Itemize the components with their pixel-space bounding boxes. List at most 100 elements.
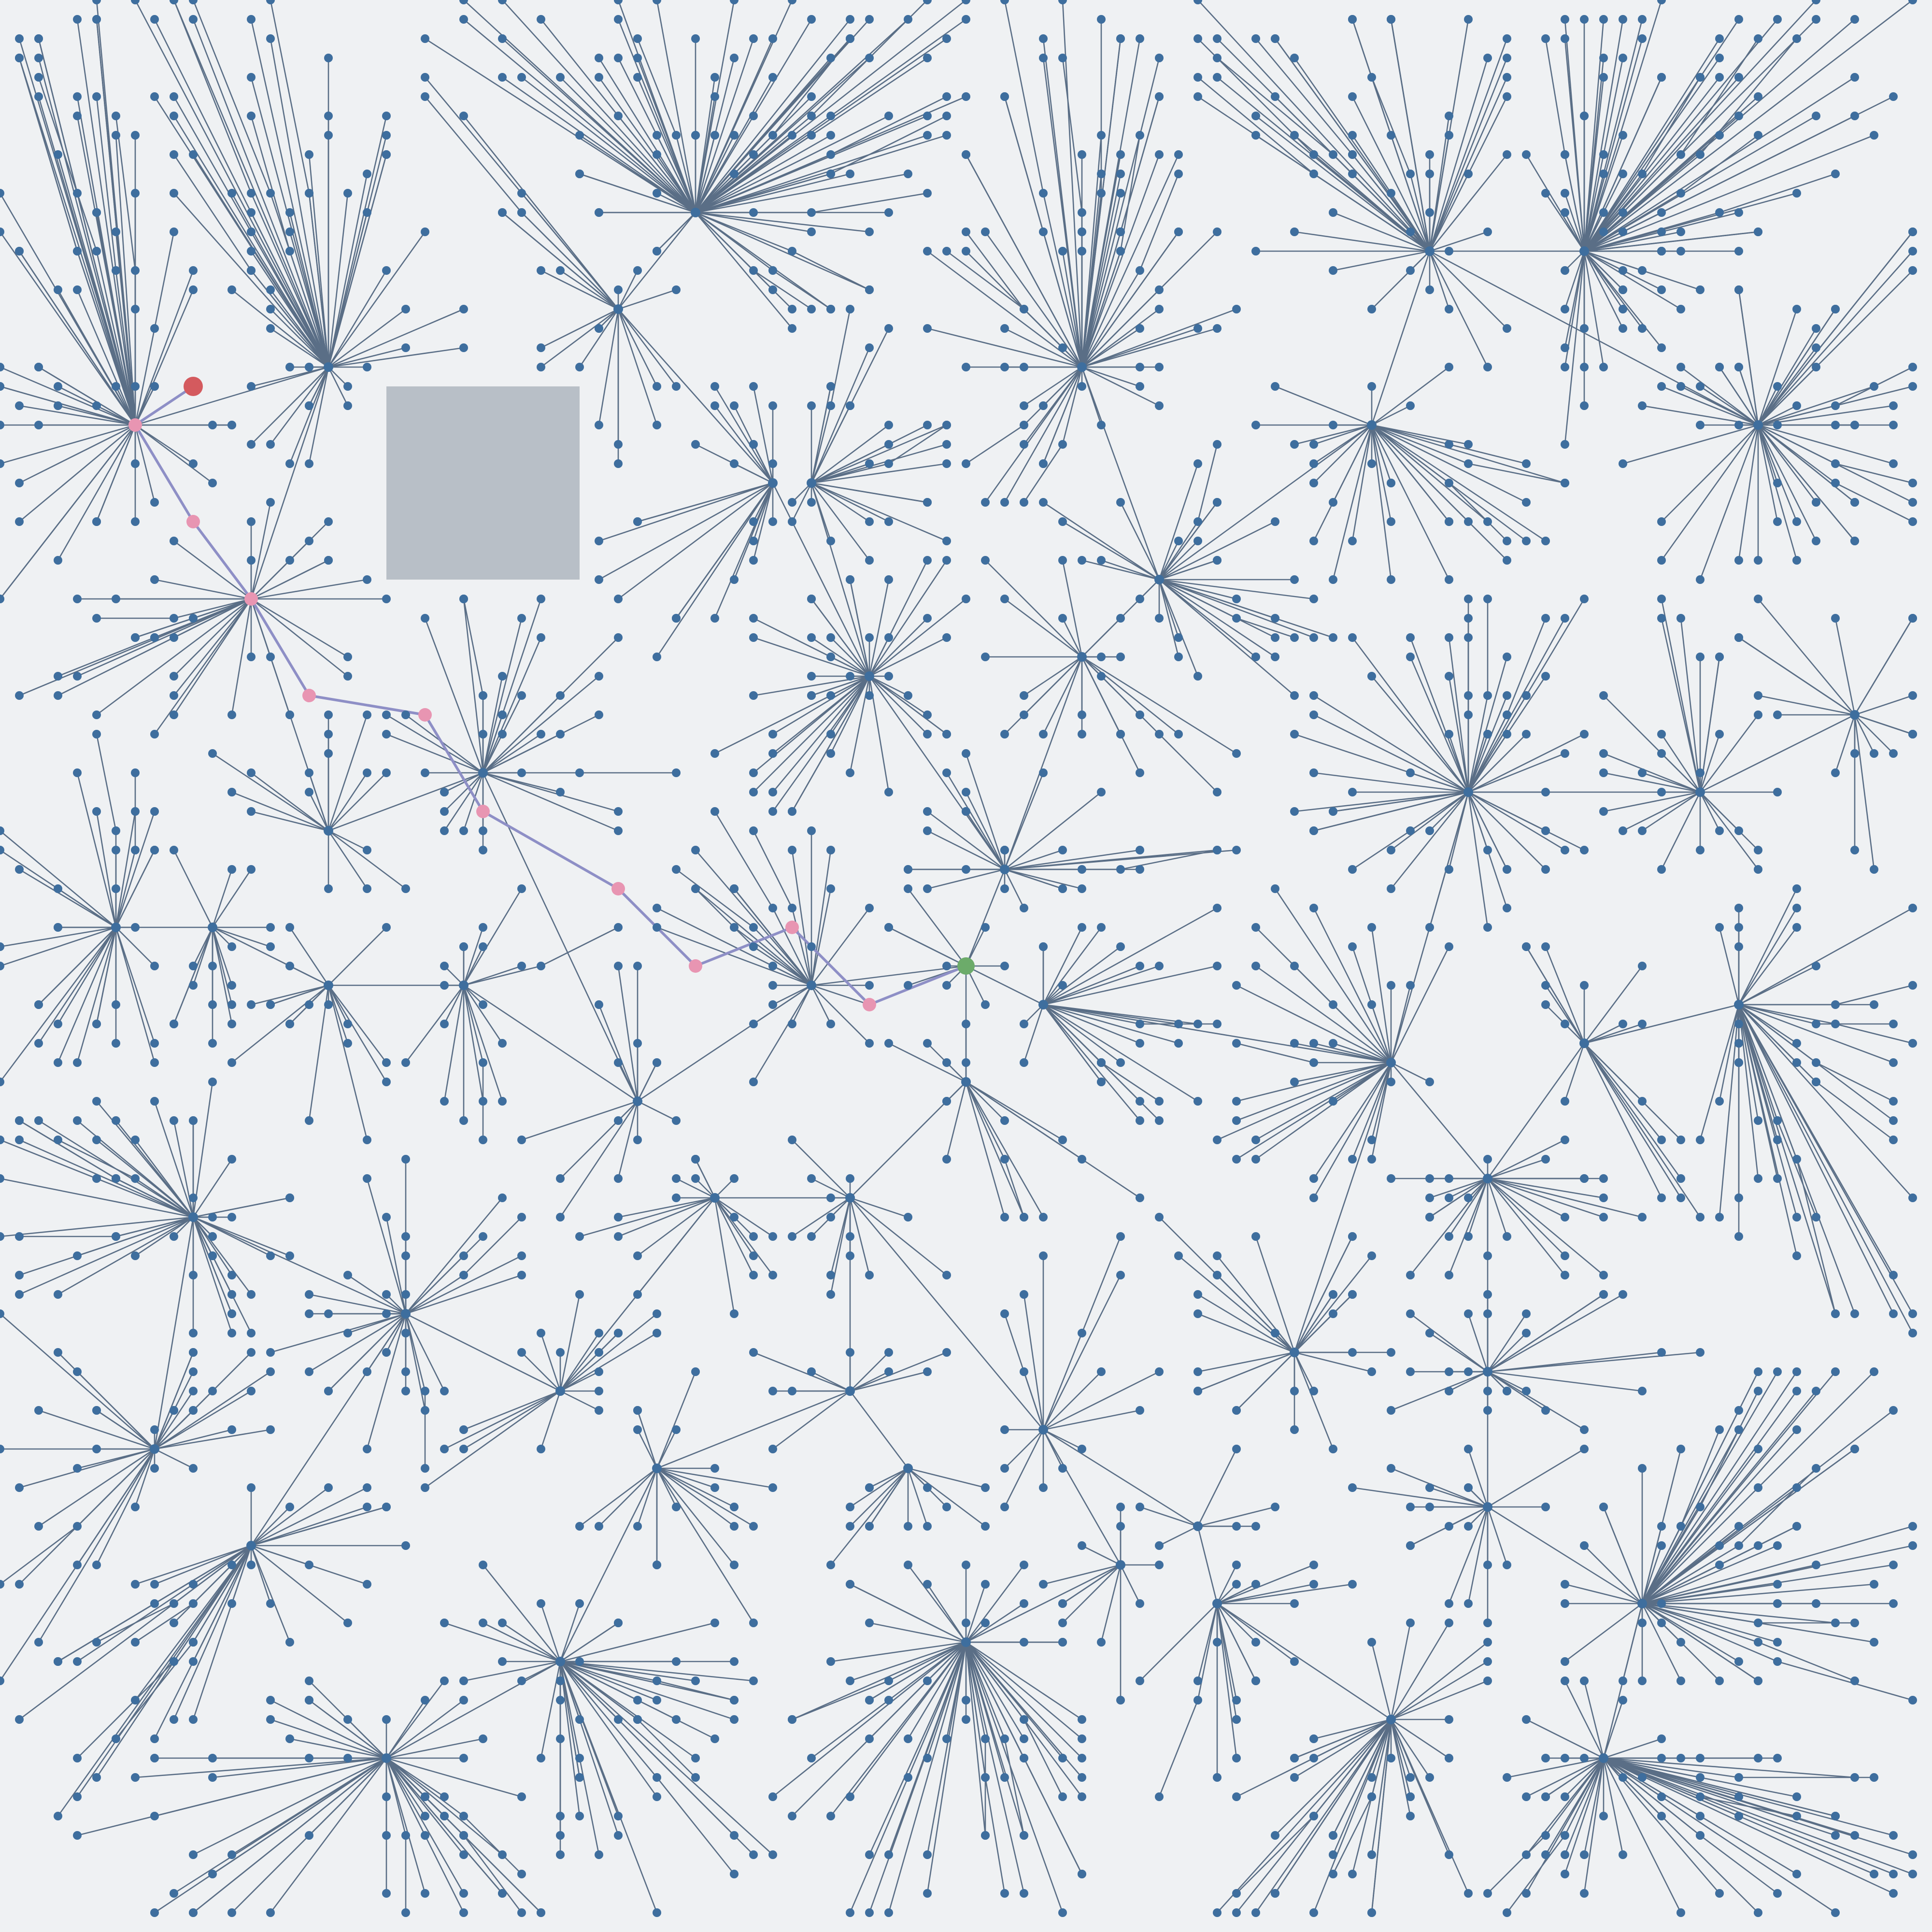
tree-edge [1197,1293,1295,1353]
tree-edge [560,77,696,213]
tree-hub-node [903,1463,913,1473]
tree-node [768,1232,777,1241]
tree-node [0,1309,4,1318]
tree-node [1773,1367,1782,1376]
tree-node [614,1213,623,1222]
tree-node [401,1290,410,1299]
tree-edge [134,289,194,426]
tree-node [595,1348,603,1357]
tree-edge [868,579,890,677]
tree-edge [115,811,156,928]
tree-node [614,1619,623,1627]
tree-node [305,363,313,371]
tree-node [0,942,4,951]
tree-node [1754,710,1762,719]
tree-node [324,1000,333,1009]
tree-node [1773,1889,1782,1898]
tree-node [788,904,796,912]
tree-node [1464,633,1473,642]
tree-edge [1391,1661,1488,1720]
tree-node [962,595,970,603]
tree-node [614,1329,623,1337]
tree-node [1464,1193,1473,1202]
tree-edge [463,985,484,1102]
tree-node [1058,247,1067,256]
tree-node [1078,1541,1086,1550]
tree-node [92,0,101,4]
tree-edge [850,1583,966,1643]
tree-node [1232,305,1241,313]
tree-edge [154,1101,194,1218]
tree-edge [540,270,619,310]
tree-edge [1487,1506,1508,1565]
tree-edge [985,560,1082,657]
tree-edge [1603,1757,1836,1817]
tree-edge [966,1081,1005,1121]
tree-node [1290,691,1299,700]
tree-edge [1467,96,1508,174]
tree-node [1850,15,1859,24]
tree-node [150,730,159,739]
tree-node [1058,614,1067,623]
tree-node [672,1174,681,1183]
tree-node [1445,1193,1453,1202]
tree-node [1387,189,1395,198]
tree-node [92,1561,101,1569]
tree-node [73,15,82,24]
tree-node [517,1348,526,1357]
tree-node [1406,1792,1415,1801]
tree-edge [328,830,368,851]
tree-node [227,1213,236,1222]
tree-node [1445,865,1453,874]
tree-node [382,768,391,777]
tree-node [1136,266,1144,275]
tree-edge [772,675,870,754]
tree-node [1580,1676,1589,1685]
tree-node [1676,382,1685,391]
tree-edge [1293,57,1431,252]
tree-edge [250,193,329,368]
tree-node [1309,1193,1318,1202]
tree-node [768,285,777,294]
tree-node [1696,421,1705,429]
tree-edge [888,1641,966,1701]
tree-node [1000,846,1009,854]
tree-edge [327,270,387,368]
tree-edge [656,1390,851,1469]
tree-edge [289,212,329,368]
tree-node [1812,112,1820,120]
tree-edge [810,483,832,541]
tree-node [1715,54,1724,62]
tree-node [1290,1078,1299,1086]
tree-edge [1719,1004,1740,1102]
tree-edge [695,115,889,213]
tree-node [1734,1657,1743,1666]
tree-edge [1062,251,1083,368]
tree-edge [1467,1506,1489,1604]
path-edge [424,713,484,813]
tree-edge [1564,1603,1643,1662]
tree-node [1657,208,1666,217]
tree-node [1058,1754,1067,1762]
tree-edge [289,927,329,986]
tree-node [556,1850,565,1859]
tree-edge [444,1390,561,1450]
tree-node [1638,15,1647,24]
tree-edge [965,1642,1025,1739]
tree-node [1638,34,1647,43]
tree-node [653,1561,661,1569]
tree-node [150,962,159,970]
tree-node [1638,826,1647,835]
tree-edge [1429,77,1508,252]
tree-node [962,227,970,236]
tree-edge [656,1467,735,1508]
tree-edge [1043,1371,1160,1431]
tree-edge [1004,327,1082,368]
tree-node [1348,865,1357,874]
tree-edge [425,38,696,213]
tree-node [1696,1136,1705,1144]
tree-node [653,1773,661,1782]
tree-node [788,131,796,140]
tree-node [1348,633,1357,642]
tree-edge [984,231,1083,368]
